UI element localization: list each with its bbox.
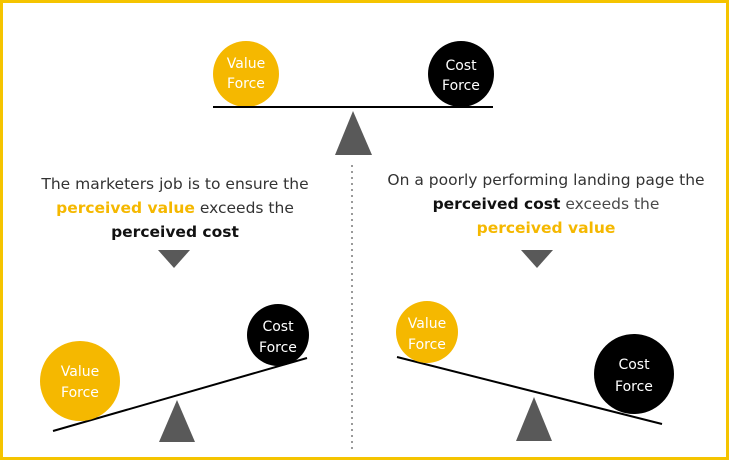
right-cost-ball bbox=[594, 334, 674, 414]
left-perceived-value: perceived value bbox=[56, 199, 195, 217]
right-scale: Value Force Cost Force bbox=[396, 301, 674, 441]
right-fulcrum bbox=[516, 397, 552, 441]
right-perceived-value: perceived value bbox=[476, 219, 616, 237]
right-value-ball-line2: Force bbox=[408, 337, 446, 353]
left-scale: Value Force Cost Force bbox=[40, 304, 309, 442]
left-perceived-cost: perceived cost bbox=[111, 223, 239, 241]
top-cost-ball-line1: Cost bbox=[445, 58, 477, 74]
left-caption-line1: The marketers job is to ensure the bbox=[41, 175, 309, 193]
top-value-ball bbox=[213, 41, 279, 107]
right-cost-ball-line2: Force bbox=[615, 379, 653, 395]
left-caption: The marketers job is to ensure the perce… bbox=[28, 172, 322, 244]
left-beam bbox=[52, 357, 308, 432]
top-value-ball-line1: Value bbox=[227, 56, 265, 72]
top-cost-ball bbox=[428, 41, 494, 107]
left-line2-rest: exceeds the bbox=[194, 199, 294, 217]
right-cost-ball-line1: Cost bbox=[618, 357, 650, 373]
right-caption: On a poorly performing landing page the … bbox=[378, 168, 714, 240]
left-cost-ball bbox=[247, 304, 309, 366]
top-cost-ball-line2: Force bbox=[442, 78, 480, 94]
left-value-ball bbox=[40, 341, 120, 421]
top-value-ball-line2: Force bbox=[227, 76, 265, 92]
right-perceived-cost: perceived cost bbox=[432, 195, 561, 213]
right-line2-rest: exceeds the bbox=[560, 195, 660, 213]
left-fulcrum bbox=[159, 400, 195, 442]
left-cost-ball-line2: Force bbox=[259, 340, 297, 356]
right-caption-line2: perceived cost exceeds the bbox=[378, 192, 714, 216]
right-value-ball bbox=[396, 301, 458, 363]
right-down-arrow bbox=[521, 250, 553, 268]
right-beam bbox=[396, 356, 663, 425]
left-value-ball-line1: Value bbox=[61, 364, 99, 380]
left-down-arrow bbox=[158, 250, 190, 268]
left-caption-line2: perceived value exceeds the bbox=[28, 196, 322, 220]
left-value-ball-line2: Force bbox=[61, 385, 99, 401]
right-value-ball-line1: Value bbox=[408, 316, 446, 332]
top-fulcrum bbox=[335, 111, 372, 155]
left-cost-ball-line1: Cost bbox=[262, 319, 294, 335]
top-scale: Value Force Cost Force bbox=[213, 41, 494, 155]
right-caption-line1: On a poorly performing landing page the bbox=[387, 171, 705, 189]
